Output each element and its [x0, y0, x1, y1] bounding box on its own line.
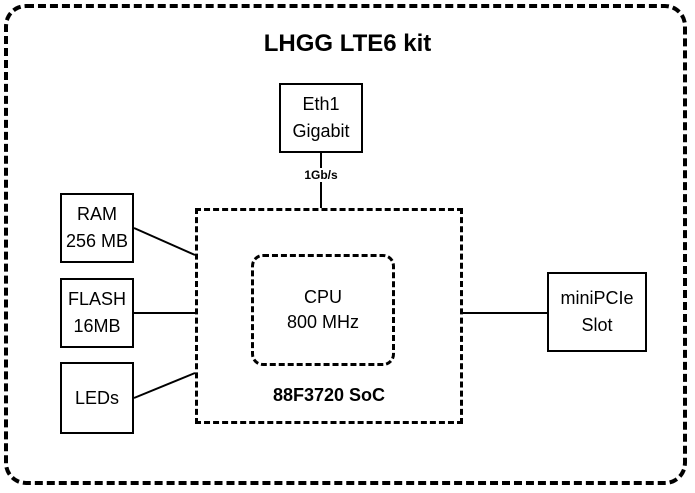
- eth-link-speed-label: 1Gb/s: [290, 168, 352, 182]
- diagram-title: LHGG LTE6 kit: [263, 30, 432, 57]
- minipcie-block: miniPCIe Slot: [547, 272, 647, 352]
- eth1-block: Eth1 Gigabit: [279, 83, 363, 153]
- ram-block: RAM 256 MB: [60, 193, 134, 263]
- leds-soc-link: [133, 372, 196, 399]
- leds-block: LEDs: [60, 362, 134, 434]
- device-boundary: [4, 4, 687, 485]
- ram-soc-link: [133, 227, 196, 256]
- flash-block: FLASH 16MB: [60, 278, 134, 348]
- soc-block: [195, 208, 463, 424]
- cpu-block: CPU 800 MHz: [251, 254, 395, 366]
- soc-label: 88F3720 SoC: [272, 385, 386, 405]
